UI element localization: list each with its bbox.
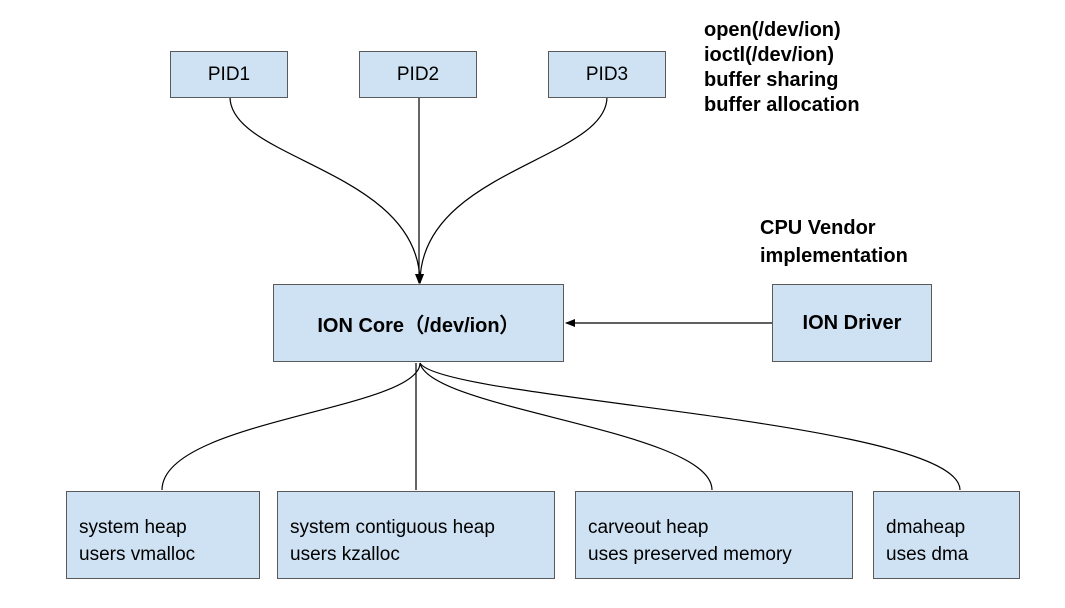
- pid2-label: PID2: [396, 63, 440, 85]
- edge-pid3-to-core: [416, 96, 608, 284]
- pid1-label: PID1: [207, 63, 251, 85]
- vendor-note-line2: implementation: [760, 245, 908, 267]
- dmaheap-box: dmaheap uses dma: [873, 491, 1020, 579]
- dmaheap-line2: uses dma: [886, 544, 969, 565]
- system-heap-box: system heap users vmalloc: [66, 491, 260, 579]
- op-buffer-allocation: buffer allocation: [704, 94, 860, 116]
- ion-driver-box: ION Driver: [772, 284, 932, 362]
- contiguous-heap-line1: system contiguous heap: [290, 517, 495, 538]
- op-open: open(/dev/ion): [704, 19, 841, 41]
- dmaheap-line1: dmaheap: [886, 517, 966, 538]
- pid2-box: PID2: [359, 51, 477, 98]
- edge-core-to-carveout-heap: [419, 362, 713, 491]
- carveout-heap-line1: carveout heap: [588, 517, 709, 538]
- op-ioctl: ioctl(/dev/ion): [704, 44, 834, 66]
- edge-core-to-system-heap: [161, 362, 421, 491]
- vendor-note-line1: CPU Vendor: [760, 217, 876, 239]
- process-operations-note: open(/dev/ion) ioctl(/dev/ion) buffer sh…: [704, 18, 860, 118]
- carveout-heap-line2: uses preserved memory: [588, 544, 792, 565]
- pid1-box: PID1: [170, 51, 288, 98]
- ion-driver-label: ION Driver: [802, 311, 902, 334]
- op-buffer-sharing: buffer sharing: [704, 69, 839, 91]
- carveout-heap-box: carveout heap uses preserved memory: [575, 491, 853, 579]
- contiguous-heap-line2: users kzalloc: [290, 544, 400, 565]
- system-heap-line1: system heap: [79, 517, 187, 538]
- pid3-label: PID3: [585, 63, 629, 85]
- vendor-implementation-note: CPU Vendor implementation: [760, 214, 908, 270]
- system-heap-line2: users vmalloc: [79, 544, 196, 565]
- system-contiguous-heap-box: system contiguous heap users kzalloc: [277, 491, 555, 579]
- pid3-box: PID3: [548, 51, 666, 98]
- edge-pid1-to-core: [229, 96, 424, 284]
- edge-core-to-dmaheap: [419, 362, 961, 491]
- ion-core-label: ION Core（/dev/ion）: [317, 314, 520, 337]
- ion-core-box: ION Core（/dev/ion）: [273, 284, 564, 362]
